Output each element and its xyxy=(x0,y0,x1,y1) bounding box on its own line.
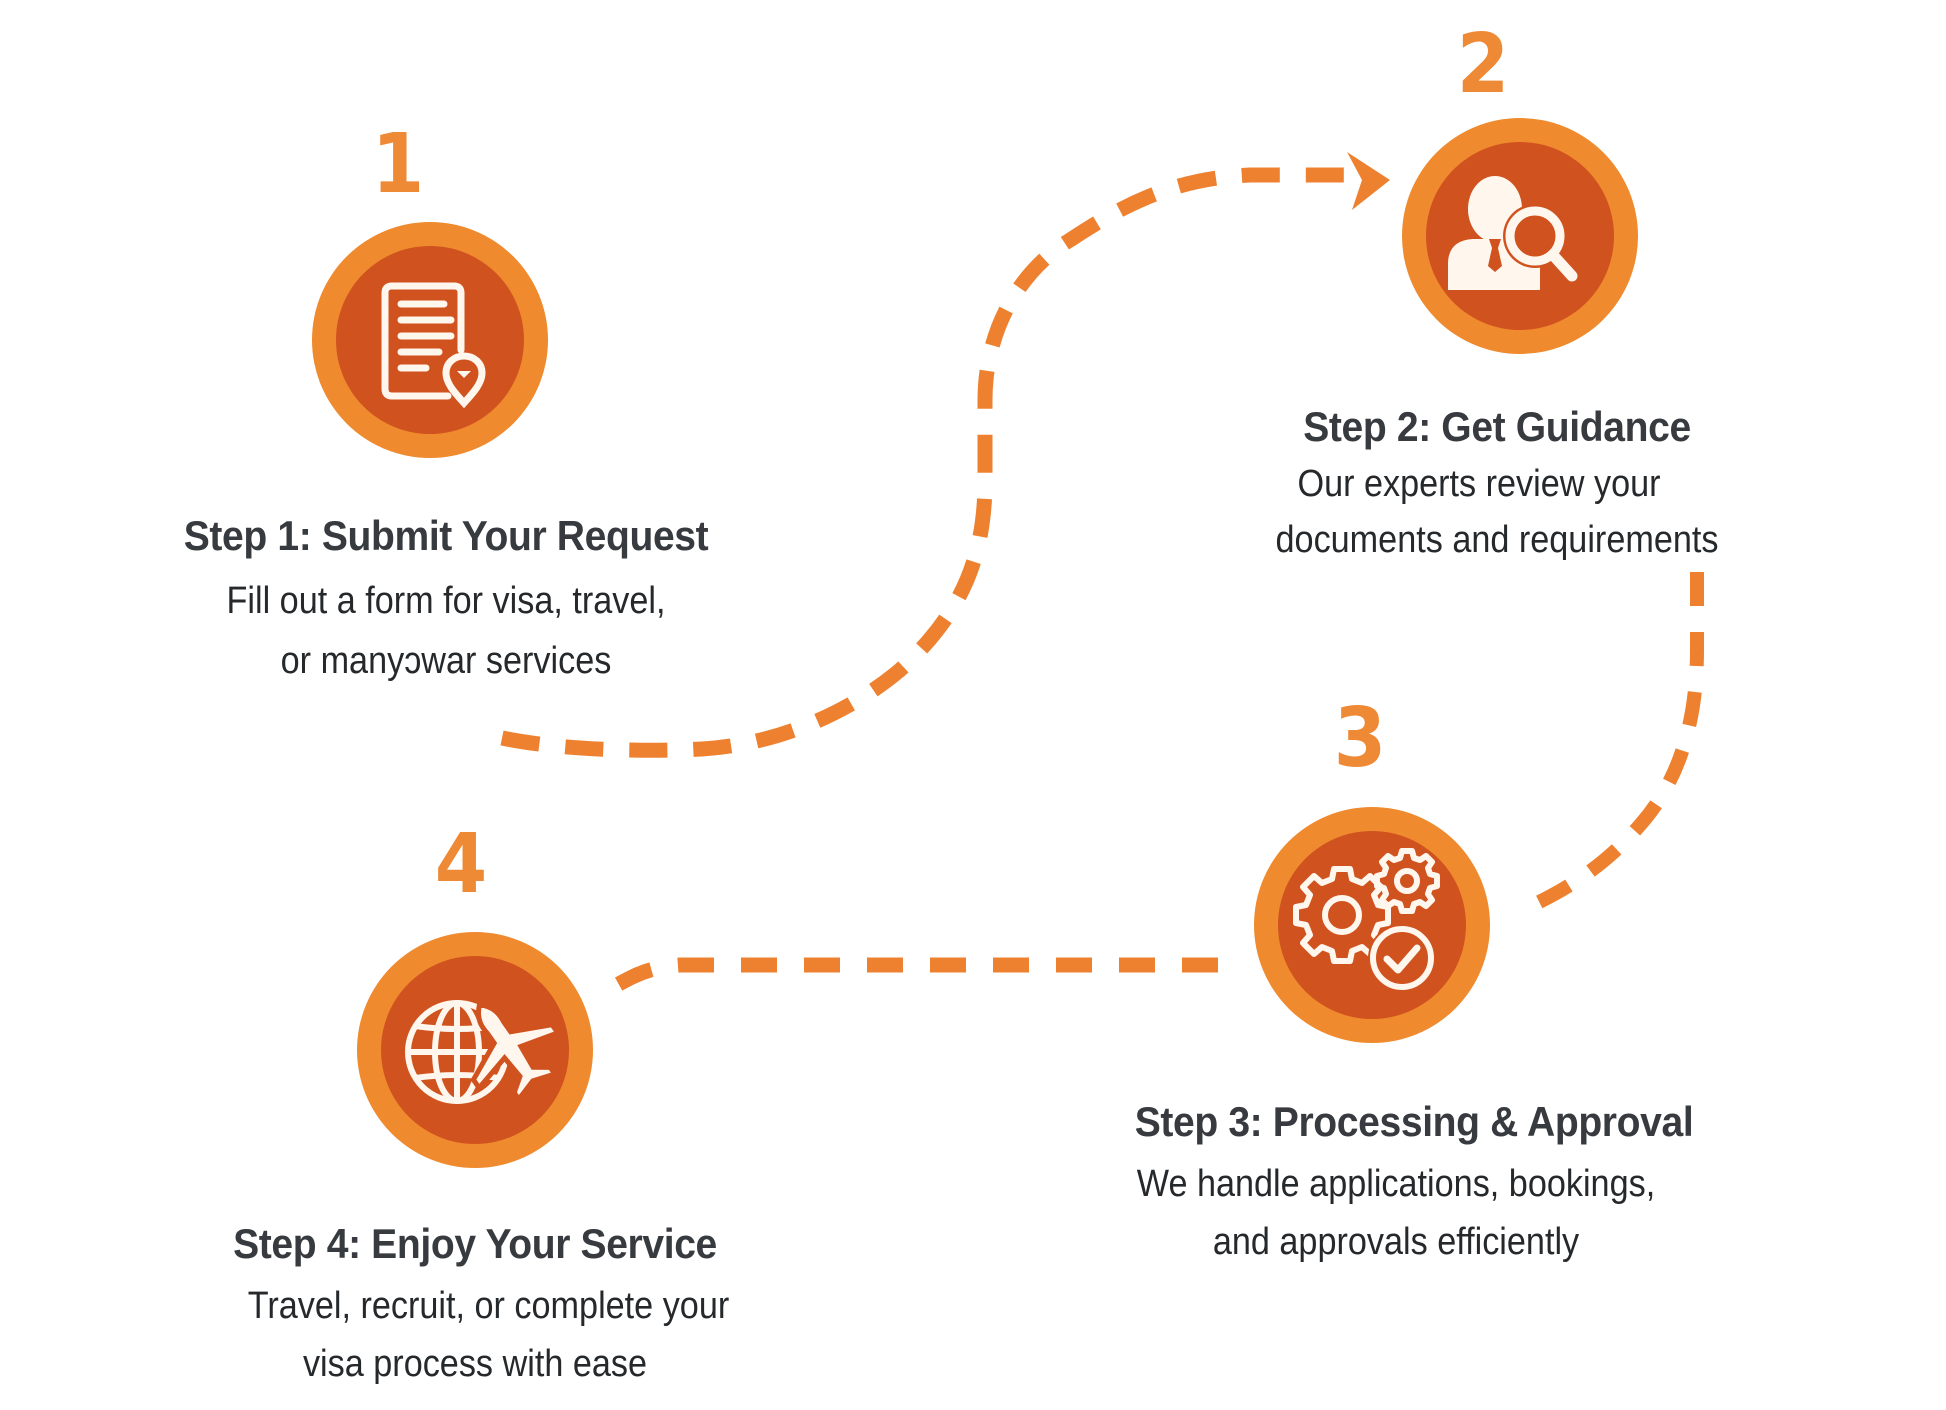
step-3-text: Step 3: Processing & Approval We handle … xyxy=(1106,1101,1722,1271)
step-2-text: Step 2: Get Guidance Our experts review … xyxy=(1251,406,1743,568)
step-3-title: Step 3: Processing & Approval xyxy=(1134,1098,1694,1145)
step-1-title: Step 1: Submit Your Request xyxy=(183,512,709,559)
step-2-description-line: Our experts review your xyxy=(1297,463,1661,505)
step-2-description-line: documents and requirements xyxy=(1275,519,1719,561)
check-circle-icon xyxy=(1370,926,1434,990)
step-3-description-line: and approvals efficiently xyxy=(1212,1221,1580,1263)
connector-1-to-2 xyxy=(500,152,1390,758)
document-form-icon xyxy=(381,282,486,409)
step-2-badge xyxy=(1402,118,1638,354)
step-4-number: 4 xyxy=(434,817,488,912)
step-1-description-line: Fill out a form for visa, travel, xyxy=(226,580,666,622)
large-gear-icon xyxy=(1293,866,1391,964)
connector-2-to-3 xyxy=(1529,572,1704,912)
airplane-icon xyxy=(470,1001,562,1104)
connector-3-to-4 xyxy=(613,957,1218,992)
step-3-description: We handle applications, bookings, and ap… xyxy=(1137,1155,1691,1271)
gears-check-icon xyxy=(1293,848,1440,992)
step-3-number: 3 xyxy=(1333,691,1387,786)
dashed-path xyxy=(1529,572,1704,912)
step-4-title: Step 4: Enjoy Your Service xyxy=(233,1220,717,1267)
step-4-description-line: visa process with ease xyxy=(302,1343,648,1385)
step-1-description: Fill out a form for visa, travel, or man… xyxy=(192,571,700,691)
step-1-text: Step 1: Submit Your Request Fill out a f… xyxy=(164,515,728,691)
person-search-icon xyxy=(1448,176,1578,290)
step-3-description-line: We handle applications, bookings, xyxy=(1136,1163,1656,1205)
step-1-badge xyxy=(312,222,548,458)
step-4-description: Travel, recruit, or complete your visa p… xyxy=(221,1277,730,1393)
step-4-text: Step 4: Enjoy Your Service Travel, recru… xyxy=(193,1223,758,1393)
dashed-path xyxy=(500,167,1345,758)
step-2-description: Our experts review your documents and re… xyxy=(1276,456,1719,568)
step-1-description-line: or manyɔwar services xyxy=(280,640,612,682)
step-1-number: 1 xyxy=(371,117,425,212)
step-3-badge xyxy=(1254,807,1490,1043)
dashed-path xyxy=(613,957,1218,992)
step-4-badge xyxy=(357,932,593,1168)
arrowhead-icon xyxy=(1347,152,1390,210)
small-gear-icon xyxy=(1374,848,1440,914)
step-4-description-line: Travel, recruit, or complete your xyxy=(247,1285,730,1327)
step-2-number: 2 xyxy=(1456,17,1510,112)
step-2-title: Step 2: Get Guidance xyxy=(1303,403,1691,450)
globe-plane-icon xyxy=(405,1000,562,1104)
